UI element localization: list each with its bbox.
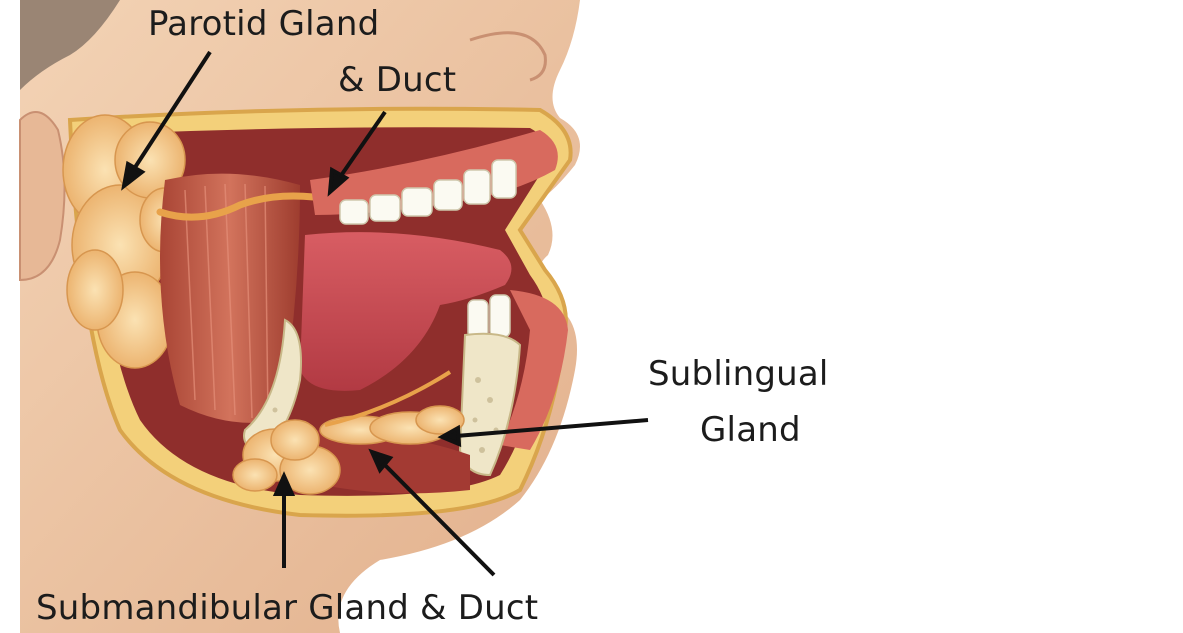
label-parotid-gland: Parotid Gland <box>148 6 379 43</box>
label-sublingual: Sublingual <box>648 356 829 393</box>
label-sublingual-gland: Gland <box>700 412 801 449</box>
label-parotid-duct: & Duct <box>338 62 456 99</box>
label-submandibular: Submandibular Gland & Duct <box>36 590 538 627</box>
